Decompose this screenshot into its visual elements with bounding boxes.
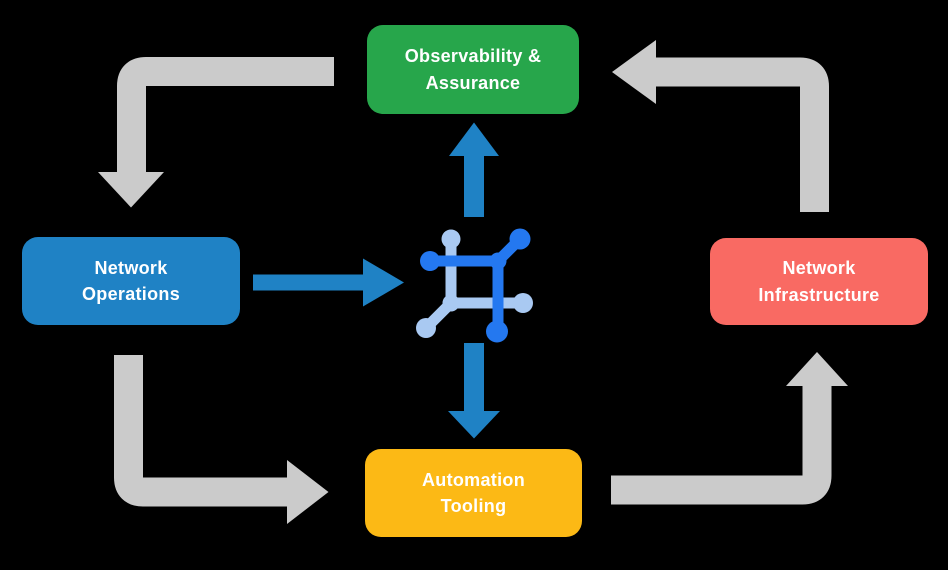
- arrow-shaft: [117, 57, 334, 173]
- arrow-head: [98, 172, 164, 208]
- node-label: Tooling: [440, 496, 507, 516]
- node-label: Network: [782, 258, 856, 279]
- arrow-infrastructure-to-observability: [612, 40, 829, 212]
- node-label: Operations: [81, 284, 181, 304]
- node-label: Assurance: [425, 72, 521, 93]
- node-observability-assurance: Observability & Assurance: [367, 25, 579, 114]
- arrow-operations-to-center: [253, 258, 404, 307]
- arrow-shaft: [611, 385, 832, 505]
- icon-dark-node-bottom: [486, 320, 508, 343]
- arrow-observability-to-operations: [98, 57, 334, 208]
- arrow-head: [449, 122, 499, 156]
- arrow-head: [448, 411, 500, 439]
- network-platform-icon: [416, 228, 533, 343]
- node-network-operations: Network Operations: [22, 237, 240, 325]
- arrow-shaft: [656, 57, 829, 212]
- arrow-head: [612, 40, 656, 104]
- arrow-head: [287, 460, 329, 524]
- icon-light-node-top: [441, 229, 461, 249]
- node-automation-tooling: Automation Tooling: [365, 449, 582, 537]
- arrow-center-to-observability: [449, 122, 499, 217]
- icon-dark-joint: [489, 252, 507, 270]
- arrow-head: [786, 352, 848, 386]
- icon-light-node-right: [513, 293, 533, 313]
- node-label: Automation: [422, 469, 525, 490]
- arrow-head: [363, 258, 404, 307]
- arrow-shaft: [114, 355, 288, 507]
- icon-dark-node-top-right: [509, 228, 531, 250]
- node-label: Infrastructure: [758, 284, 880, 305]
- arrow-operations-to-tooling: [114, 355, 329, 524]
- icon-dark-node-left: [420, 251, 440, 271]
- arrow-center-to-tooling: [448, 343, 500, 439]
- node-label: Network: [94, 257, 168, 278]
- node-label: Observability &: [404, 46, 542, 67]
- icon-light-joint: [442, 294, 460, 312]
- arrow-tooling-to-infrastructure: [611, 352, 848, 505]
- node-network-infrastructure: Network Infrastructure: [710, 238, 928, 325]
- icon-light-node-bottom-left: [416, 318, 436, 338]
